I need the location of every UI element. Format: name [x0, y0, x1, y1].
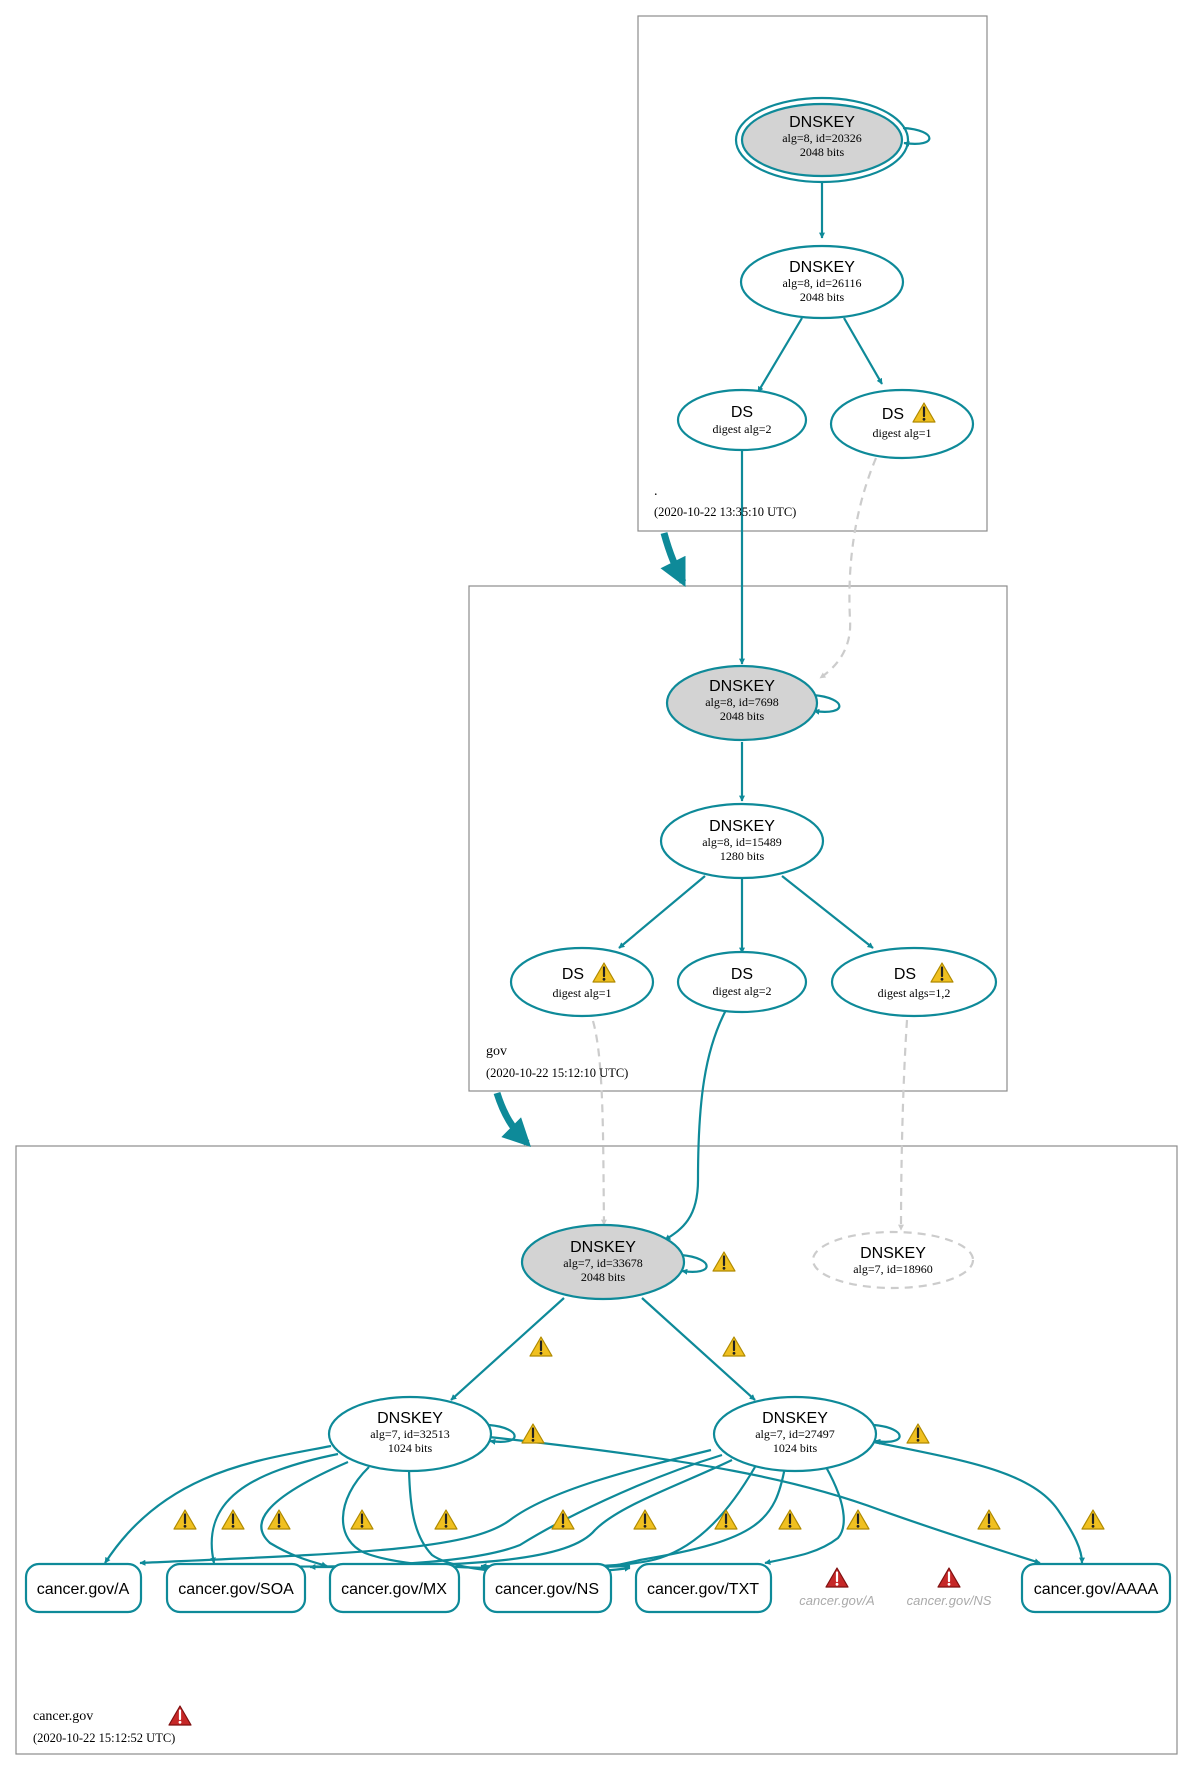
error-rrset-ns[interactable]: cancer.gov/NS: [907, 1566, 992, 1608]
rrset-a-label: cancer.gov/A: [37, 1581, 130, 1598]
gov-ds12-title: DS: [894, 966, 916, 983]
cancer-zsk1-line1: alg=7, id=32513: [370, 1427, 450, 1441]
gov-zsk-line1: alg=8, id=15489: [702, 835, 782, 849]
cancer-zsk2-line2: 1024 bits: [773, 1441, 818, 1455]
gov-ds-algs12-node[interactable]: DS digest algs=1,2: [830, 946, 998, 1018]
error-rrset-a[interactable]: cancer.gov/A: [799, 1566, 875, 1608]
root-ksk-line1: alg=8, id=20326: [782, 131, 862, 145]
edge-zsk2-aaaa: [873, 1440, 1085, 1564]
edge-zsk1-soa: [209, 1452, 339, 1564]
cancer-ksk-line2: 2048 bits: [581, 1270, 626, 1284]
root-ds2-title: DS: [731, 404, 753, 421]
edge-root-ksk-self: [902, 126, 931, 147]
cancer-dnskey-ksk-node[interactable]: DNSKEY alg=7, id=33678 2048 bits: [520, 1223, 686, 1301]
rrset-soa-label: cancer.gov/SOA: [178, 1581, 294, 1598]
cancer-ksk-title: DNSKEY: [570, 1239, 636, 1256]
edge-zsk2-a: [139, 1448, 712, 1566]
zone-cancer-timestamp: (2020-10-22 15:12:52 UTC): [33, 1731, 175, 1745]
edge-gov-ds12-cancer-missing: [898, 1019, 909, 1231]
cancer-zsk2-line1: alg=7, id=27497: [755, 1427, 835, 1441]
rrset-ns-label: cancer.gov/NS: [495, 1581, 599, 1598]
edge-root-zsk-ds1: [843, 317, 883, 385]
rrset-aaaa-node[interactable]: cancer.gov/AAAA: [1020, 1562, 1172, 1614]
edge-cancer-ksk-zsk1: [450, 1297, 565, 1401]
cancer-dnskey-missing-node[interactable]: DNSKEY alg=7, id=18960: [811, 1230, 975, 1290]
edge-gov-zsk-ds1: [618, 875, 706, 949]
rrset-mx-node[interactable]: cancer.gov/MX: [328, 1562, 461, 1614]
edge-gov-zsk-ds12: [781, 875, 874, 949]
cancer-dnskey-zsk2-node[interactable]: DNSKEY alg=7, id=27497 1024 bits: [712, 1395, 878, 1473]
cancer-missing-title: DNSKEY: [860, 1245, 926, 1262]
cancer-zsk1-line2: 1024 bits: [388, 1441, 433, 1455]
zone-root-name: .: [654, 484, 658, 499]
edge-gov-ds2-cancer-ksk: [664, 1009, 727, 1241]
gov-ds2-line1: digest alg=2: [712, 984, 771, 998]
gov-zsk-title: DNSKEY: [709, 818, 775, 835]
edge-zsk1-a: [104, 1444, 332, 1564]
edge-zsk1-aaaa: [488, 1435, 1041, 1565]
root-dnskey-zsk-node[interactable]: DNSKEY alg=8, id=26116 2048 bits: [739, 244, 905, 320]
edge-cancer-ksk-zsk2: [641, 1297, 756, 1401]
root-ksk-title: DNSKEY: [789, 114, 855, 131]
gov-zsk-line2: 1280 bits: [720, 849, 765, 863]
cancer-missing-line1: alg=7, id=18960: [853, 1262, 933, 1276]
rrset-aaaa-label: cancer.gov/AAAA: [1034, 1581, 1159, 1598]
root-zsk-line1: alg=8, id=26116: [782, 276, 861, 290]
edge-zsk1-self: [488, 1423, 516, 1445]
gov-ds1-title: DS: [562, 966, 584, 983]
zone-gov-name: gov: [486, 1044, 507, 1059]
root-ds1-line1: digest alg=1: [872, 426, 931, 440]
edge-gov-ds1-cancer-ksk: [591, 1020, 607, 1226]
root-ds-alg1-node[interactable]: DS digest alg=1: [829, 388, 975, 460]
zone-gov-timestamp: (2020-10-22 15:12:10 UTC): [486, 1066, 628, 1080]
root-dnskey-ksk-node[interactable]: DNSKEY alg=8, id=20326 2048 bits: [734, 96, 910, 184]
root-zsk-line2: 2048 bits: [800, 290, 845, 304]
edge-ds1-gov-ksk: [819, 457, 878, 679]
edge-root-zsk-ds2: [757, 317, 803, 393]
gov-dnskey-zsk-node[interactable]: DNSKEY alg=8, id=15489 1280 bits: [659, 802, 825, 880]
root-ds-alg2-node[interactable]: DS digest alg=2: [676, 388, 808, 452]
root-ds1-title: DS: [882, 406, 904, 423]
gov-ksk-line2: 2048 bits: [720, 709, 765, 723]
root-ksk-line2: 2048 bits: [800, 145, 845, 159]
gov-dnskey-ksk-node[interactable]: DNSKEY alg=8, id=7698 2048 bits: [665, 664, 819, 742]
error-rrset-ns-label: cancer.gov/NS: [907, 1593, 992, 1608]
root-ds2-line1: digest alg=2: [712, 422, 771, 436]
rrset-ns-node[interactable]: cancer.gov/NS: [482, 1562, 613, 1614]
rrset-txt-label: cancer.gov/TXT: [647, 1581, 759, 1598]
edge-gov-ksk-self: [812, 693, 841, 715]
edge-zsk2-txt-2: [764, 1466, 845, 1565]
zone-root-timestamp: (2020-10-22 13:35:10 UTC): [654, 505, 796, 519]
rrset-mx-label: cancer.gov/MX: [341, 1581, 447, 1598]
rrset-soa-node[interactable]: cancer.gov/SOA: [165, 1562, 307, 1614]
cancer-zsk2-title: DNSKEY: [762, 1410, 828, 1427]
gov-ksk-title: DNSKEY: [709, 678, 775, 695]
cancer-dnskey-zsk1-node[interactable]: DNSKEY alg=7, id=32513 1024 bits: [327, 1395, 493, 1473]
root-zsk-title: DNSKEY: [789, 259, 855, 276]
delegation-gov-cancer-arrow: [493, 1091, 531, 1147]
rrset-a-node[interactable]: cancer.gov/A: [24, 1562, 143, 1614]
edge-cancer-ksk-self: [680, 1253, 708, 1275]
gov-ksk-line1: alg=8, id=7698: [705, 695, 779, 709]
edge-zsk2-txt: [599, 1466, 787, 1571]
cancer-zsk1-title: DNSKEY: [377, 1410, 443, 1427]
cancer-ksk-line1: alg=7, id=33678: [563, 1256, 643, 1270]
gov-ds12-line1: digest algs=1,2: [878, 986, 951, 1000]
error-rrset-a-label: cancer.gov/A: [799, 1593, 874, 1608]
edge-zsk2-self: [873, 1423, 901, 1445]
gov-ds-alg1-node[interactable]: DS digest alg=1: [509, 946, 655, 1018]
edge-zsk1-mx: [260, 1460, 349, 1568]
gov-ds1-line1: digest alg=1: [552, 986, 611, 1000]
zone-cancer-name: cancer.gov: [33, 1709, 93, 1724]
gov-ds2-title: DS: [731, 966, 753, 983]
delegation-root-gov-arrow: [660, 532, 687, 588]
rrset-txt-node[interactable]: cancer.gov/TXT: [634, 1562, 773, 1614]
gov-ds-alg2-node[interactable]: DS digest alg=2: [676, 950, 808, 1014]
